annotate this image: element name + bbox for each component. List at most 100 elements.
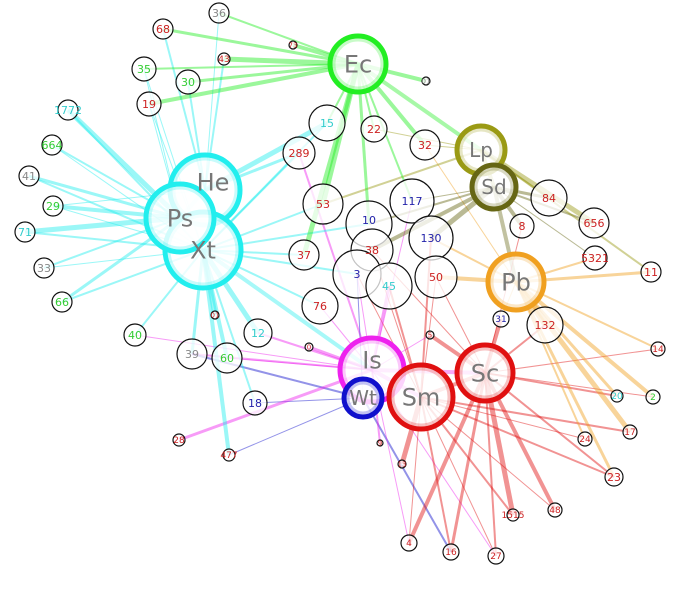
leaf-node[interactable] (389, 178, 435, 224)
node-label: 39 (185, 348, 199, 361)
edge (162, 27, 359, 66)
hub-label: Sc (471, 360, 499, 388)
hub-label: Sd (481, 175, 506, 199)
edge (407, 372, 487, 544)
leaf-node[interactable] (302, 183, 344, 225)
edge (134, 334, 373, 371)
node-label: 0 (307, 344, 311, 352)
hub-label: Xt (190, 237, 216, 265)
edge (148, 62, 359, 106)
leaf-node[interactable] (640, 261, 662, 283)
node-label: 3 (354, 268, 361, 281)
leaf-node[interactable] (131, 56, 157, 82)
leaf-node[interactable] (288, 40, 298, 50)
leaf-node[interactable] (14, 221, 36, 243)
leaf-node[interactable] (217, 52, 231, 66)
leaf-node[interactable] (175, 69, 201, 95)
leaf-node[interactable] (42, 195, 64, 217)
leaf-node[interactable] (506, 508, 520, 522)
leaf-node[interactable] (610, 389, 624, 403)
leaf-node[interactable] (222, 448, 236, 462)
leaf-node[interactable] (172, 433, 186, 447)
leaf-node[interactable] (645, 389, 661, 405)
leaf-node[interactable] (578, 207, 610, 239)
leaf-node[interactable] (400, 534, 418, 552)
leaf-node[interactable] (242, 390, 268, 416)
leaf-node[interactable] (376, 439, 384, 447)
leaf-node[interactable] (243, 318, 273, 348)
leaf-node[interactable] (288, 239, 320, 271)
leaf-node[interactable] (282, 136, 316, 170)
leaf-node[interactable] (41, 134, 63, 156)
node-label: 22 (367, 123, 381, 136)
hub-node-pb[interactable] (485, 251, 547, 313)
node-label: 664 (42, 139, 63, 152)
leaf-node[interactable] (577, 431, 593, 447)
leaf-node[interactable] (304, 342, 314, 352)
hub-label: Lp (469, 138, 493, 162)
leaf-node[interactable] (152, 18, 174, 40)
leaf-node[interactable] (208, 2, 230, 24)
hub-label: Pb (501, 269, 531, 297)
leaf-node[interactable] (414, 255, 458, 299)
leaf-node[interactable] (57, 99, 79, 121)
leaf-node[interactable] (547, 502, 563, 518)
node-label: 84 (542, 192, 556, 205)
leaf-node[interactable] (301, 287, 339, 325)
node-label: 28 (173, 436, 185, 446)
hub-node-ec[interactable] (327, 33, 389, 95)
hub-node-sc[interactable] (454, 342, 516, 404)
hub-node-wt[interactable] (341, 376, 385, 420)
node-label: 40 (128, 329, 142, 342)
leaf-node[interactable] (136, 91, 162, 117)
node-label: 4 (406, 539, 412, 549)
leaf-node[interactable] (365, 262, 413, 310)
leaf-node[interactable] (33, 257, 55, 279)
node-label: 2 (650, 393, 656, 403)
leaf-node[interactable] (442, 543, 460, 561)
leaf-node[interactable] (18, 165, 40, 187)
hub-node-sd[interactable] (469, 162, 519, 212)
node-label: 66 (55, 296, 69, 309)
leaf-node[interactable] (210, 310, 220, 320)
leaf-node[interactable] (421, 76, 431, 86)
leaf-node[interactable] (425, 330, 435, 340)
node-label: 656 (584, 217, 605, 230)
leaf-node[interactable] (622, 424, 638, 440)
leaf-node[interactable] (582, 245, 608, 271)
leaf-node[interactable] (492, 310, 510, 328)
node-label: 45 (382, 280, 396, 293)
node-label: 5321 (581, 252, 609, 265)
leaf-node[interactable] (487, 547, 505, 565)
node-label: 12 (251, 327, 265, 340)
node-label: 41 (22, 170, 36, 183)
node-label: 01 (422, 78, 431, 86)
hub-node-sm[interactable] (386, 362, 456, 432)
hub-circle (341, 376, 385, 420)
node-label: 27 (490, 552, 501, 562)
hub-circle (485, 251, 547, 313)
node-label: 32 (418, 139, 432, 152)
leaf-node[interactable] (397, 459, 407, 469)
leaf-node[interactable] (176, 338, 208, 370)
node-label: 289 (289, 147, 310, 160)
leaf-node[interactable] (308, 104, 346, 142)
node-label: 16 (445, 548, 457, 558)
leaf-node[interactable] (211, 342, 243, 374)
leaf-node[interactable] (409, 129, 441, 161)
node-label: 9 (378, 440, 382, 448)
leaf-node[interactable] (604, 467, 624, 487)
leaf-node[interactable] (530, 179, 568, 217)
hub-node-ps[interactable] (143, 181, 217, 255)
node-label: 15 (320, 117, 334, 130)
hub-inner-ring (346, 381, 380, 415)
leaf-node[interactable] (360, 115, 388, 143)
leaf-node[interactable] (123, 323, 147, 347)
leaf-node[interactable] (650, 341, 666, 357)
leaf-node[interactable] (51, 291, 73, 313)
edge (362, 397, 452, 553)
node-label: 132 (535, 319, 556, 332)
leaf-node[interactable] (526, 306, 564, 344)
leaf-node[interactable] (509, 213, 535, 239)
